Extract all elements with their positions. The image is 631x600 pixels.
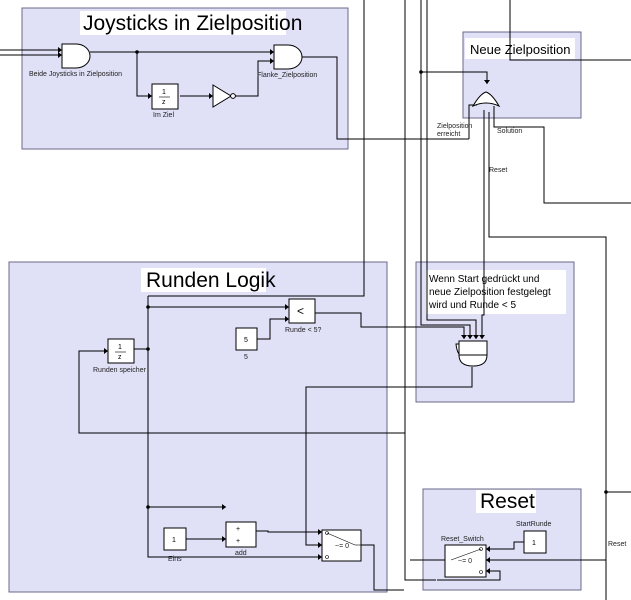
area-title-joysticks: Joysticks in Zielposition <box>83 12 302 35</box>
reset-switch-label: Reset_Switch <box>441 536 484 543</box>
delay-im-ziel-den: z <box>162 99 166 106</box>
area-title-neue-zielposition: Neue Zielposition <box>470 42 570 57</box>
constant-5-label: 5 <box>244 354 248 361</box>
area-joysticks: Joysticks in Zielposition <box>21 7 349 150</box>
delay-runden-num: 1 <box>118 344 122 351</box>
add-plus-2: + <box>236 538 240 545</box>
delay-runden-den: z <box>118 354 122 361</box>
compare-block-runde[interactable]: < Runde < 5? <box>285 298 321 334</box>
signal-reset-right: Reset <box>608 541 626 548</box>
and-block-joysticks-label: Beide Joysticks in Zielposition <box>29 71 122 78</box>
reset-switch-sym: ~= 0 <box>458 558 472 565</box>
constant-block-eins[interactable]: 1 Eins <box>163 527 187 563</box>
area-wenn-start: Wenn Start gedrückt und neue Zielpositio… <box>415 261 575 403</box>
and-block-flanke-label: Flanke_Zielposition <box>257 72 317 79</box>
area-neue-zielposition: Neue Zielposition <box>462 31 582 119</box>
add-label: add <box>235 550 247 557</box>
switch-block-reset[interactable]: ~= 0 Reset_Switch <box>441 536 487 578</box>
delay-runden-label: Runden speicher <box>93 367 147 374</box>
delay-block-im-ziel[interactable]: 1 z Im Ziel <box>151 83 179 119</box>
area-title-runden-logik: Runden Logik <box>146 269 276 292</box>
signal-zielposition-1: Zielposition <box>437 123 473 130</box>
and-block-joysticks[interactable]: Beide Joysticks in Zielposition <box>29 43 122 78</box>
sum-block-add[interactable]: + + add <box>225 521 257 557</box>
delay-im-ziel-num: 1 <box>162 89 166 96</box>
delay-block-runden-speicher[interactable]: 1 z Runden speicher <box>93 338 147 374</box>
constant-block-startrunde[interactable]: 1 StartRunde <box>516 521 552 554</box>
delay-im-ziel-label: Im Ziel <box>153 112 174 119</box>
constant-5-value: 5 <box>244 337 248 344</box>
signal-reset-top: Reset <box>489 167 507 174</box>
startrunde-label: StartRunde <box>516 521 552 528</box>
and-block-flanke[interactable]: Flanke_Zielposition <box>257 44 317 79</box>
constant-eins-label: Eins <box>168 556 182 563</box>
signal-zielposition-2: erreicht <box>437 131 460 138</box>
not-block[interactable] <box>212 84 236 108</box>
add-plus-1: + <box>236 526 240 533</box>
startrunde-value: 1 <box>532 540 536 547</box>
area-title-reset: Reset <box>480 490 535 513</box>
switch-block-runde[interactable]: ~= 0 <box>321 529 362 562</box>
compare-symbol: < <box>297 304 304 318</box>
constant-block-5[interactable]: 5 5 <box>235 327 258 361</box>
annotation-line-3: wird und Runde < 5 <box>428 300 516 311</box>
and-block-wenn-start[interactable] <box>455 340 488 367</box>
signal-solution: Solution <box>497 128 522 135</box>
switch-runde-sym: ~= 0 <box>335 543 349 550</box>
constant-eins-value: 1 <box>172 537 176 544</box>
and-block-neue-zielposition[interactable]: Zielposition erreicht Solution Reset <box>437 91 522 174</box>
annotation-line-2: neue Zielposition festgelegt <box>429 287 551 298</box>
compare-label: Runde < 5? <box>285 327 321 334</box>
